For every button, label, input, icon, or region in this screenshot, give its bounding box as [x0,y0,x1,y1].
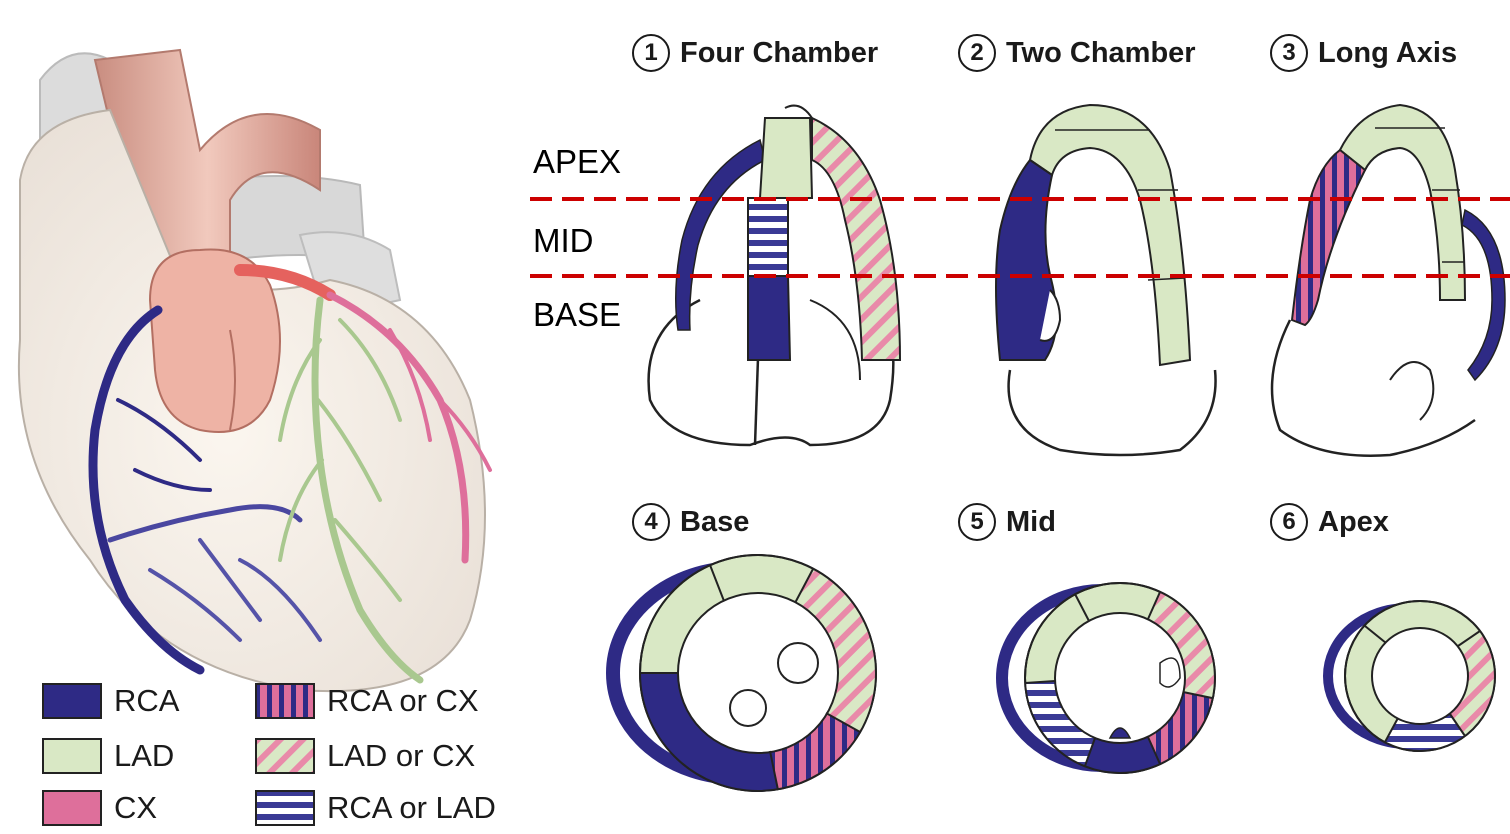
two-chamber-view [996,105,1216,455]
four-chamber-lateral-wall [812,118,900,360]
legend-item-rca-or-cx: RCA or CX [255,683,479,719]
legend-label-rca-or-cx: RCA or CX [327,683,479,719]
view-label-two-chamber: 2 Two Chamber [958,34,1196,72]
level-label-base: BASE [533,296,621,334]
view-number-3: 3 [1270,34,1308,72]
legend-swatch-rca [42,683,102,719]
view-name-6: Apex [1318,506,1389,539]
legend-item-lad: LAD [42,738,174,774]
view-name-5: Mid [1006,506,1056,539]
legend-swatch-lad-or-cx [255,738,315,774]
legend-swatch-cx [42,790,102,826]
four-chamber-septum-base [748,276,790,360]
two-chamber-outline [1009,370,1216,455]
legend-swatch-lad [42,738,102,774]
legend-item-rca: RCA [42,683,179,719]
long-axis-anterior-wall [1340,105,1465,300]
legend-item-cx: CX [42,790,157,826]
view-label-apex: 6 Apex [1270,503,1389,541]
legend-label-rca-or-lad: RCA or LAD [327,790,496,826]
legend-item-lad-or-cx: LAD or CX [255,738,475,774]
legend-label-lad-or-cx: LAD or CX [327,738,475,774]
long-axis-rca-wall [1462,210,1505,380]
view-name-4: Base [680,506,749,539]
view-name-3: Long Axis [1318,37,1457,70]
legend-label-lad: LAD [114,738,174,774]
base-short-axis [613,555,876,792]
level-label-mid: MID [533,222,594,260]
view-label-long-axis: 3 Long Axis [1270,34,1457,72]
view-number-1: 1 [632,34,670,72]
legend-swatch-rca-or-cx [255,683,315,719]
legend-label-cx: CX [114,790,157,826]
view-number-6: 6 [1270,503,1308,541]
four-chamber-septum-mid [748,198,788,276]
legend-label-rca: RCA [114,683,179,719]
view-name-2: Two Chamber [1006,37,1196,70]
view-label-base: 4 Base [632,503,749,541]
legend-item-rca-or-lad: RCA or LAD [255,790,496,826]
legend-swatch-rca-or-lad [255,790,315,826]
heart-illustration [19,50,490,691]
view-label-four-chamber: 1 Four Chamber [632,34,878,72]
mid-short-axis [1002,583,1215,773]
long-axis-outline [1272,320,1475,456]
view-label-mid: 5 Mid [958,503,1056,541]
view-number-4: 4 [632,503,670,541]
view-number-2: 2 [958,34,996,72]
four-chamber-septum-apex [760,118,812,198]
view-name-1: Four Chamber [680,37,878,70]
long-axis-septal-wall [1292,150,1365,325]
level-label-apex: APEX [533,143,621,181]
view-number-5: 5 [958,503,996,541]
apex-short-axis [1328,601,1495,751]
long-axis-view [1272,105,1505,456]
